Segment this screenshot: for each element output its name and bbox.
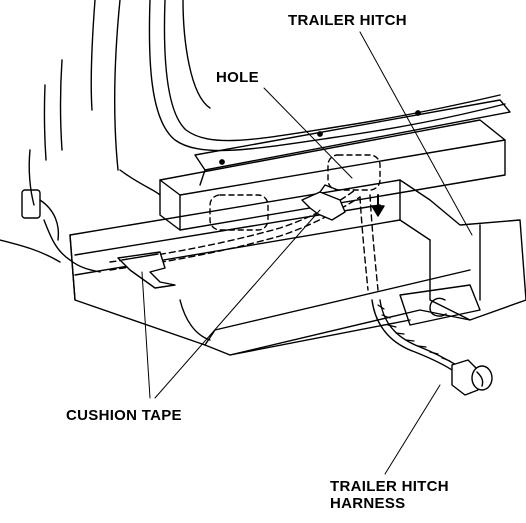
hole-label: HOLE xyxy=(216,69,259,86)
trailer-hitch-label: TRAILER HITCH xyxy=(288,12,407,29)
upper-plate xyxy=(194,99,511,186)
hole-outlines xyxy=(209,154,381,231)
vehicle-body-outline xyxy=(28,0,506,206)
leader-lines xyxy=(141,31,473,475)
trailer-hitch-harness-label: TRAILER HITCH HARNESS xyxy=(330,478,449,512)
cushion-tape-clip-right xyxy=(301,184,346,221)
cushion-tape-clip-left xyxy=(117,251,176,289)
trailer-hitch-harness-label-line1: TRAILER HITCH xyxy=(330,478,449,495)
trailer-hitch-harness-label-line2: HARNESS xyxy=(330,495,406,512)
routing-arrow xyxy=(371,194,385,217)
harness-connector xyxy=(451,359,493,396)
cushion-tape-label: CUSHION TAPE xyxy=(66,407,182,424)
receiver-bracket xyxy=(229,284,481,356)
bumper-block xyxy=(159,119,506,231)
trailer-harness-cable xyxy=(371,299,459,373)
left-wiring xyxy=(0,189,101,273)
